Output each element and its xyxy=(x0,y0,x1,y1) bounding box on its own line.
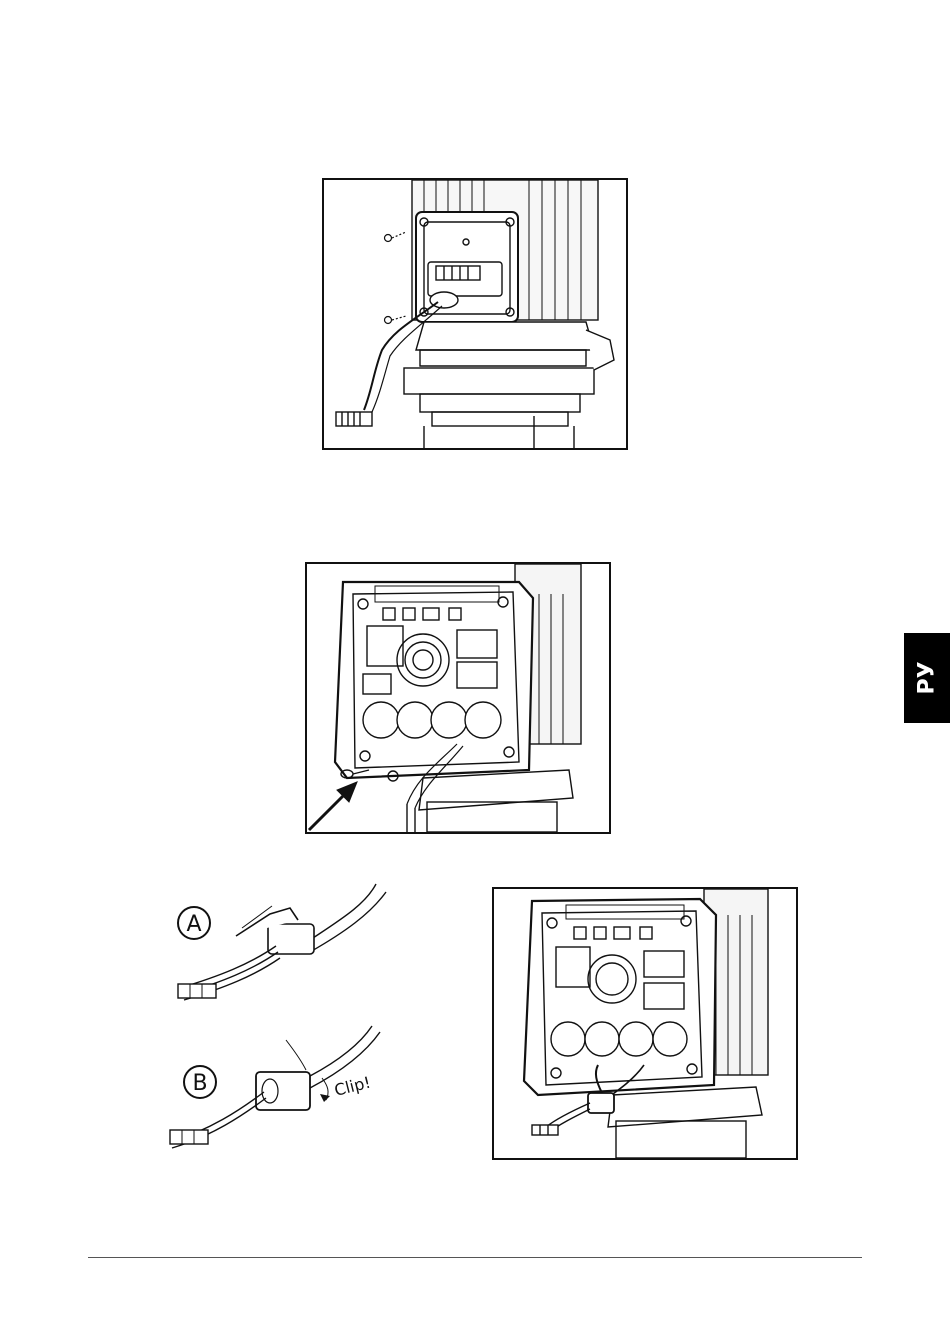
figure-terminal-cover-removal xyxy=(322,178,628,450)
step-a-label: A xyxy=(186,912,201,937)
language-tab: РУ xyxy=(904,633,950,723)
figure-ferrite-clip-mounted xyxy=(492,887,798,1160)
pump-motor-top-illustration xyxy=(324,180,626,448)
footer-divider xyxy=(88,1257,862,1258)
step-b-label: B xyxy=(192,1071,207,1096)
clip-label: Clip! xyxy=(332,1073,372,1100)
figure-electronics-module-open xyxy=(305,562,611,834)
electronics-board-illustration xyxy=(307,564,609,832)
mounted-clip-illustration xyxy=(494,889,796,1158)
language-tab-label: РУ xyxy=(915,661,940,694)
figure-ferrite-clip-steps: A B Clip! xyxy=(160,880,400,1150)
ferrite-clip-illustration: A B Clip! xyxy=(160,880,400,1150)
